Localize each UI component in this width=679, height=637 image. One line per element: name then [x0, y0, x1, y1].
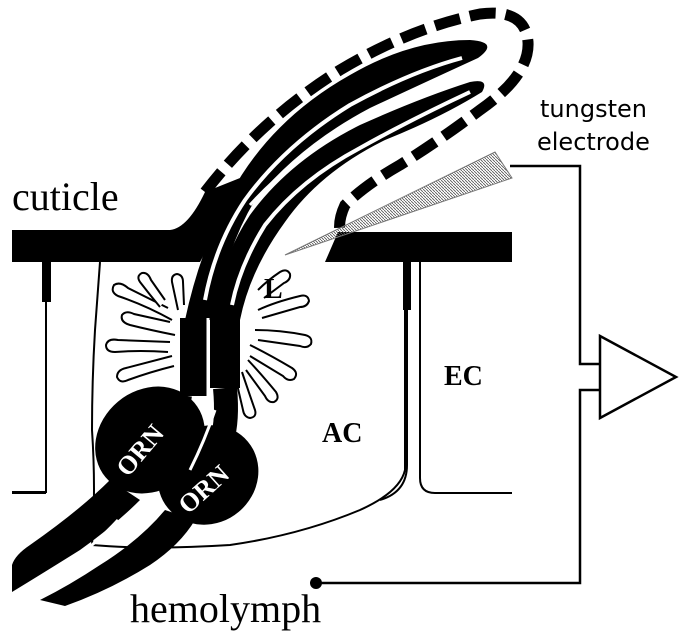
inner-segment-2	[210, 318, 240, 388]
accessory-cell-outline	[12, 262, 46, 492]
label-lymph: L	[264, 274, 283, 305]
label-epidermal-cell: EC	[444, 361, 483, 392]
label-hemolymph: hemolymph	[130, 586, 321, 631]
amplifier-symbol	[600, 336, 676, 418]
label-accessory-cell: AC	[322, 418, 362, 449]
label-tungsten: tungsten	[540, 95, 647, 123]
inner-segment-1	[180, 318, 208, 396]
label-electrode: electrode	[537, 128, 650, 156]
label-cuticle: cuticle	[12, 174, 119, 219]
electrode-wire	[510, 166, 600, 364]
cuticle-right-plate	[325, 232, 512, 262]
